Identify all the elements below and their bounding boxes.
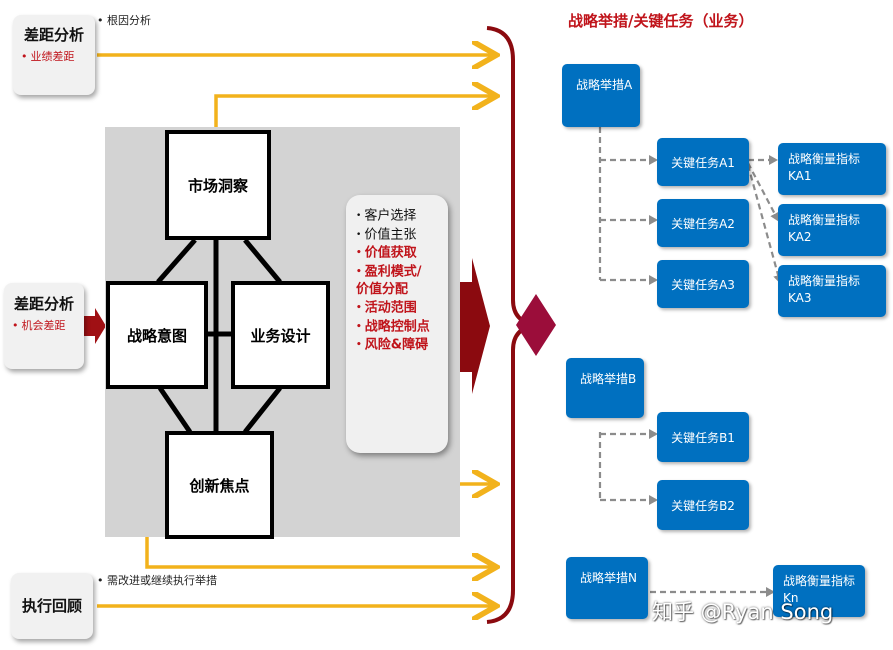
initiative-a-box: 战略举措A xyxy=(562,64,640,127)
initiatives-title: 战略举措/关键任务（业务） xyxy=(568,12,754,30)
task-b2-box: 关键任务B2 xyxy=(657,480,749,530)
task-b1-box: 关键任务B1 xyxy=(657,412,749,462)
metric-label: 战略衡量指标 xyxy=(783,574,856,588)
metric-kn-box: 战略衡量指标 Kn xyxy=(773,565,865,617)
initiative-n-box: 战略举措N xyxy=(566,557,648,619)
metric-ka1-box: 战略衡量指标 KA1 xyxy=(778,143,886,195)
execution-review-box: 执行回顾 xyxy=(11,573,93,639)
list-item: •盈利模式/ xyxy=(356,264,422,279)
list-item: •价值主张 xyxy=(356,227,417,242)
watermark: 知乎 @Ryan Song xyxy=(652,600,834,624)
gap2-to-intent-arrow xyxy=(84,308,106,344)
list-to-bracket-arrow xyxy=(460,258,490,394)
list-item: 价值分配 xyxy=(356,282,409,297)
list-item: •价值获取 xyxy=(356,245,417,261)
list-item: •战略控制点 xyxy=(356,319,430,334)
diamond-marker xyxy=(516,294,556,356)
gap-title: 差距分析 xyxy=(23,26,84,44)
gap-subtitle: •业绩差距 xyxy=(21,50,75,63)
market-insight-block: 市场洞察 xyxy=(165,130,271,240)
improve-note: • 需改进或继续执行举措 xyxy=(97,574,217,587)
metric-ka2-box: 战略衡量指标 KA2 xyxy=(778,204,886,256)
metric-ka3-box: 战略衡量指标 KA3 xyxy=(778,265,886,317)
task-a3-box: 关键任务A3 xyxy=(657,260,749,308)
metric-code: KA3 xyxy=(788,291,812,305)
metric-code: Kn xyxy=(783,591,799,605)
initiative-b-box: 战略举措B xyxy=(566,358,644,418)
business-design-block: 业务设计 xyxy=(231,281,330,389)
list-item: •客户选择 xyxy=(356,208,417,224)
business-design-list: •客户选择 •价值主张 •价值获取 •盈利模式/ 价值分配 •活动范围 •战略控… xyxy=(346,195,448,453)
metric-code: KA2 xyxy=(788,230,812,244)
review-title: 执行回顾 xyxy=(21,597,82,615)
metric-label: 战略衡量指标 xyxy=(788,213,861,227)
gap-subtitle: •机会差距 xyxy=(12,319,66,332)
list-item: •活动范围 xyxy=(356,300,417,316)
gap-title: 差距分析 xyxy=(13,295,74,313)
metric-code: KA1 xyxy=(788,169,812,183)
arrow-market-to-bracket xyxy=(214,96,493,130)
strategic-intent-block: 战略意图 xyxy=(106,281,208,389)
gap-analysis-performance-box: 差距分析 •业绩差距 xyxy=(13,15,95,95)
task-a2-box: 关键任务A2 xyxy=(657,199,749,247)
innovation-focus-block: 创新焦点 xyxy=(165,431,274,539)
root-cause-note: • 根因分析 xyxy=(97,14,151,27)
task-a1-box: 关键任务A1 xyxy=(657,138,749,186)
gap-analysis-opportunity-box: 差距分析 •机会差距 xyxy=(4,283,84,369)
metric-label: 战略衡量指标 xyxy=(788,152,861,166)
list-item: •风险&障碍 xyxy=(356,337,429,353)
metric-label: 战略衡量指标 xyxy=(788,274,861,288)
